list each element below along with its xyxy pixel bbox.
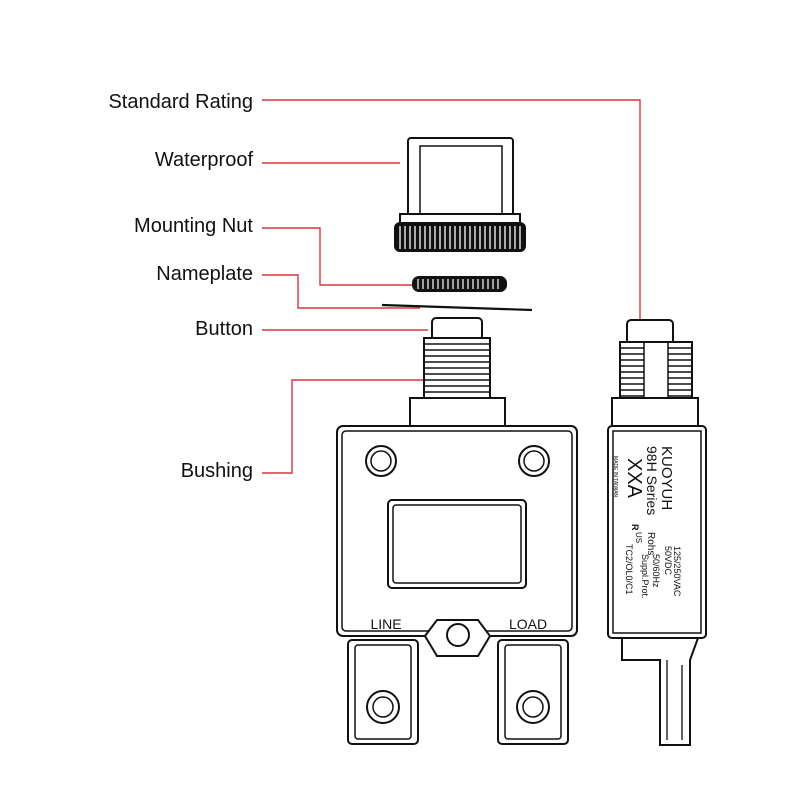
nameplate: [381, 303, 533, 312]
waterproof-cap: [394, 137, 526, 252]
label-waterproof: Waterproof: [155, 149, 254, 171]
side-nameplate-text: KUOYUH 98H Series XXA MADE IN TAIWAN Roh…: [612, 446, 682, 599]
label-mounting-nut: Mounting Nut: [134, 215, 253, 237]
button-cap: [431, 317, 483, 341]
label-standard-rating: Standard Rating: [108, 91, 253, 113]
spec-line-4: Suppl.Prot.: [640, 554, 650, 599]
terminal-line-label: LINE: [370, 616, 401, 632]
series-text: 98H Series: [644, 446, 660, 515]
us-mark-text: US: [634, 532, 643, 543]
terminal-load-label: LOAD: [509, 616, 547, 632]
part-labels: Standard Rating Waterproof Mounting Nut …: [108, 91, 253, 482]
rohs-text: Rohs: [645, 532, 656, 555]
breaker-front-view: LINE LOAD: [336, 317, 578, 745]
brand-text: KUOYUH: [658, 446, 675, 510]
label-bushing: Bushing: [181, 460, 253, 482]
spec-line-3: 50/60Hz: [651, 554, 661, 588]
callout-mounting-nut: [262, 227, 415, 286]
callout-nameplate: [262, 274, 420, 309]
spec-line-5: TC2/OL0/C1: [624, 544, 634, 595]
label-button: Button: [195, 318, 253, 340]
spec-line-2: 50VDC: [663, 546, 673, 576]
cert-mark: R: [630, 524, 640, 531]
callout-bushing: [262, 379, 428, 474]
breaker-side-view: KUOYUH 98H Series XXA MADE IN TAIWAN Roh…: [607, 319, 707, 746]
label-nameplate: Nameplate: [156, 263, 253, 285]
spec-line-1: 125/250VAC: [672, 546, 682, 597]
mounting-nut: [412, 276, 507, 292]
origin-text: MADE IN TAIWAN: [612, 456, 618, 497]
rating-text: XXA: [623, 458, 645, 499]
